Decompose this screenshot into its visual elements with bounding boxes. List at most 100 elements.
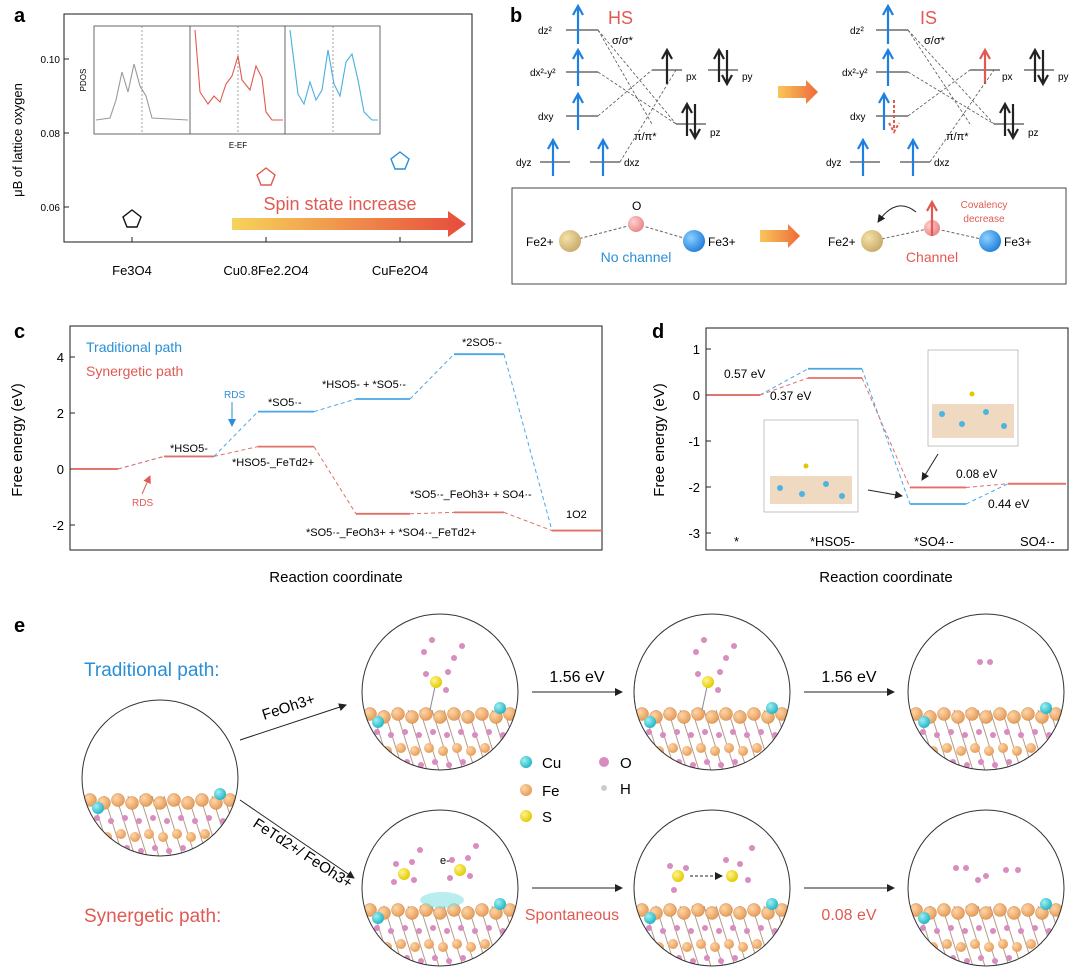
c-label-2so5: *2SO5·- (462, 337, 502, 349)
structure-trad-2 (633, 613, 791, 771)
marker-cufe2o4 (390, 151, 410, 170)
panel-d: d Free energy (eV) Reaction coordinate 1… (651, 321, 1069, 586)
hs-dz2: dz² (538, 26, 553, 37)
panel-a-ylabel: μB of lattice oxygen (10, 83, 25, 197)
hs-sigma: σ/σ* (612, 35, 634, 47)
panel-c-energy-levels (72, 353, 602, 532)
hs-diagram: dz² dx²-y² dxy dyz dxz σ/σ* π/π* px py p… (516, 3, 753, 176)
is-sigma: σ/σ* (924, 35, 946, 47)
panel-letter-b: b (510, 5, 522, 27)
covalency-label-2: decrease (963, 214, 1005, 225)
rds-synergetic: RDS (132, 498, 153, 509)
fe3-label-left: Fe3+ (708, 235, 736, 249)
d-inset-2 (927, 349, 1019, 447)
panel-letter-e: e (14, 615, 25, 637)
d-val-008: 0.08 eV (956, 467, 997, 481)
panel-e: e Traditional path: Synergetic path: FeO… (14, 613, 1065, 967)
hs-dyz: dyz (516, 158, 532, 169)
panel-d-ylabel: Free energy (eV) (651, 383, 668, 496)
marker-fe3o4 (122, 209, 142, 228)
e-structure-circles (81, 613, 1065, 967)
inset-ylabel: PDOS (79, 69, 88, 92)
c-label-hso5: *HSO5- (170, 443, 208, 455)
fe2-atom-right (861, 230, 883, 252)
synergetic-path-label: Synergetic path: (84, 906, 221, 927)
spin-increase-label: Spin state increase (263, 194, 416, 214)
is-pz: pz (1028, 128, 1039, 139)
panel-d-yticks: 1 0 -1 -2 -3 (688, 342, 711, 541)
e-barrier-008: 0.08 eV (821, 907, 876, 924)
d-val-037: 0.37 eV (770, 389, 811, 403)
channel-label: Channel (906, 249, 958, 265)
d-connector-1-0 (759, 377, 809, 396)
panel-d-ytick-0: 0 (693, 388, 700, 403)
legend-h: H (620, 781, 631, 798)
fe2-label-right: Fe2+ (828, 235, 856, 249)
c-label-hso5-so5: *HSO5- + *SO5·- (322, 379, 406, 391)
is-dyz: dyz (826, 158, 842, 169)
panel-c: c Free energy (eV) Reaction coordinate 4… (9, 321, 603, 586)
hs-pz: pz (710, 128, 721, 139)
structure-initial (81, 699, 239, 857)
d-xcat-0: * (734, 534, 739, 549)
fe3-atom-left (683, 230, 705, 252)
pdos-curve-cufe2o4 (289, 29, 378, 121)
hs-label: HS (608, 8, 633, 28)
structure-trad-1 (361, 613, 519, 771)
d-xcat-1: *HSO5- (810, 534, 855, 549)
panel-a: a μB of lattice oxygen 0.06 0.08 0.10 Fe… (10, 5, 473, 278)
hs-pi: π/π* (634, 131, 657, 143)
panel-b: b HS IS dz² dx²-y² dxy dyz dxz σ/σ* π/π* (510, 3, 1069, 285)
is-pi: π/π* (946, 131, 969, 143)
rds-traditional: RDS (224, 390, 245, 401)
panel-a-xcat-0: Fe3O4 (112, 263, 152, 278)
c-connector-0-2 (313, 398, 357, 413)
c-label-hso5-fetd: *HSO5-_FeTd2+ (232, 457, 314, 469)
d-inset-1 (763, 419, 859, 513)
panel-c-ytick-0: 0 (57, 462, 64, 477)
structure-syn-3 (907, 809, 1065, 967)
feoh-label: FeOh3+ (260, 691, 317, 724)
o-atom-left (628, 216, 644, 232)
panel-d-xlabel: Reaction coordinate (819, 569, 952, 586)
d-connector-0-2 (965, 483, 1009, 505)
spin-increase-arrow (232, 211, 466, 237)
panel-c-ytick-2: 2 (57, 406, 64, 421)
d-connector-1-1 (861, 377, 911, 488)
hs-dxy: dxy (538, 112, 554, 123)
legend-cu: Cu (542, 755, 561, 772)
is-py: py (1058, 72, 1069, 83)
structure-syn-1 (361, 809, 519, 967)
c-connector-1-2 (313, 446, 357, 515)
is-dxy: dxy (850, 112, 866, 123)
panel-d-frame (705, 327, 1069, 551)
is-label: IS (920, 8, 937, 28)
hs-dxz: dxz (624, 158, 640, 169)
c-connector-1-0 (117, 455, 165, 470)
d-connector-0-0 (759, 368, 809, 396)
is-dxz: dxz (934, 158, 950, 169)
pdos-curve-fe3o4 (95, 63, 189, 121)
fe2-label-left: Fe2+ (526, 235, 554, 249)
hs-px: px (686, 72, 697, 83)
d-val-057: 0.57 eV (724, 367, 765, 381)
is-px: px (1002, 72, 1013, 83)
panel-d-ytick-m3: -3 (688, 526, 700, 541)
o-label: O (632, 199, 641, 213)
panel-c-ytick-4: 4 (57, 350, 64, 365)
c-connector-0-4 (503, 354, 553, 531)
panel-d-energy-levels (708, 367, 1066, 505)
panel-a-ytick-2: 0.10 (41, 55, 61, 66)
panel-d-ytick-1: 1 (693, 342, 700, 357)
c-label-so5-feoh-so4: *SO5·-_FeOh3+ + SO4·- (410, 489, 532, 501)
panel-c-xlabel: Reaction coordinate (269, 569, 402, 586)
e-barrier-2: 1.56 eV (821, 669, 876, 686)
is-dx2y2: dx²-y² (842, 68, 868, 79)
channel-box: Fe2+ O Fe3+ No channel Fe2+ Fe3+ Channel… (511, 187, 1067, 285)
hs-dx2y2: dx²-y² (530, 68, 556, 79)
panel-letter-c: c (14, 321, 25, 343)
d-connector-0-1 (861, 368, 911, 505)
panel-letter-d: d (652, 321, 664, 343)
c-connector-1-4 (503, 511, 553, 532)
d-xcat-2: *SO4·- (914, 534, 954, 549)
